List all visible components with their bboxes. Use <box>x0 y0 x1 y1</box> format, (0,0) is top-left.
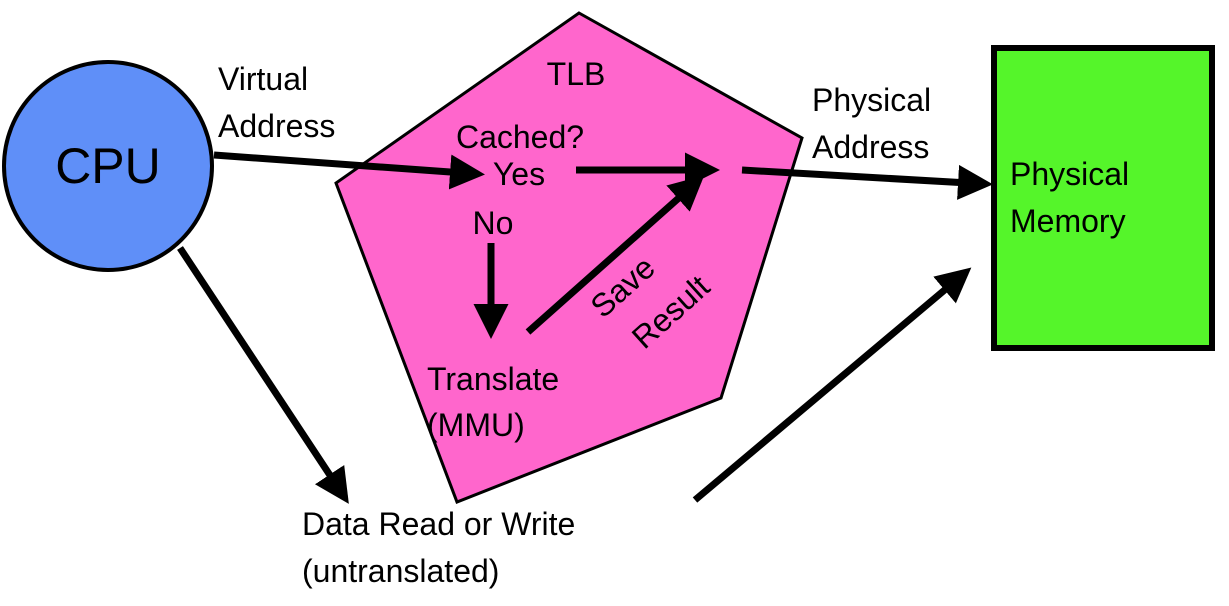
data-to-memory-arrow <box>692 267 972 503</box>
cpu-label: CPU <box>55 138 161 194</box>
data-read-write-label-line2: (untranslated) <box>302 553 499 589</box>
physical-address-label-line1: Physical <box>812 82 931 118</box>
untranslated-arrow <box>177 246 349 504</box>
yes-label: Yes <box>493 156 545 192</box>
no-label: No <box>473 205 514 241</box>
physical-memory-label-line1: Physical <box>1010 156 1129 192</box>
virtual-address-arrow <box>213 151 485 190</box>
translate-label-line2: (MMU) <box>427 407 525 443</box>
save-result-arrow <box>525 175 705 335</box>
physical-memory-box <box>991 45 1215 351</box>
data-read-write-label-line1: Data Read or Write <box>302 506 575 542</box>
cached-question-label: Cached? <box>456 119 584 155</box>
physical-memory-label-line2: Memory <box>1010 203 1126 239</box>
tlb-shape <box>334 11 804 504</box>
virtual-address-label-line2: Address <box>218 108 335 144</box>
cpu-circle <box>2 60 214 272</box>
tlb-title: TLB <box>547 56 606 92</box>
physical-address-label-line2: Address <box>812 129 929 165</box>
translate-label-line1: Translate <box>427 361 559 397</box>
physical-address-arrow <box>741 164 993 200</box>
virtual-address-label-line1: Virtual <box>218 61 308 97</box>
